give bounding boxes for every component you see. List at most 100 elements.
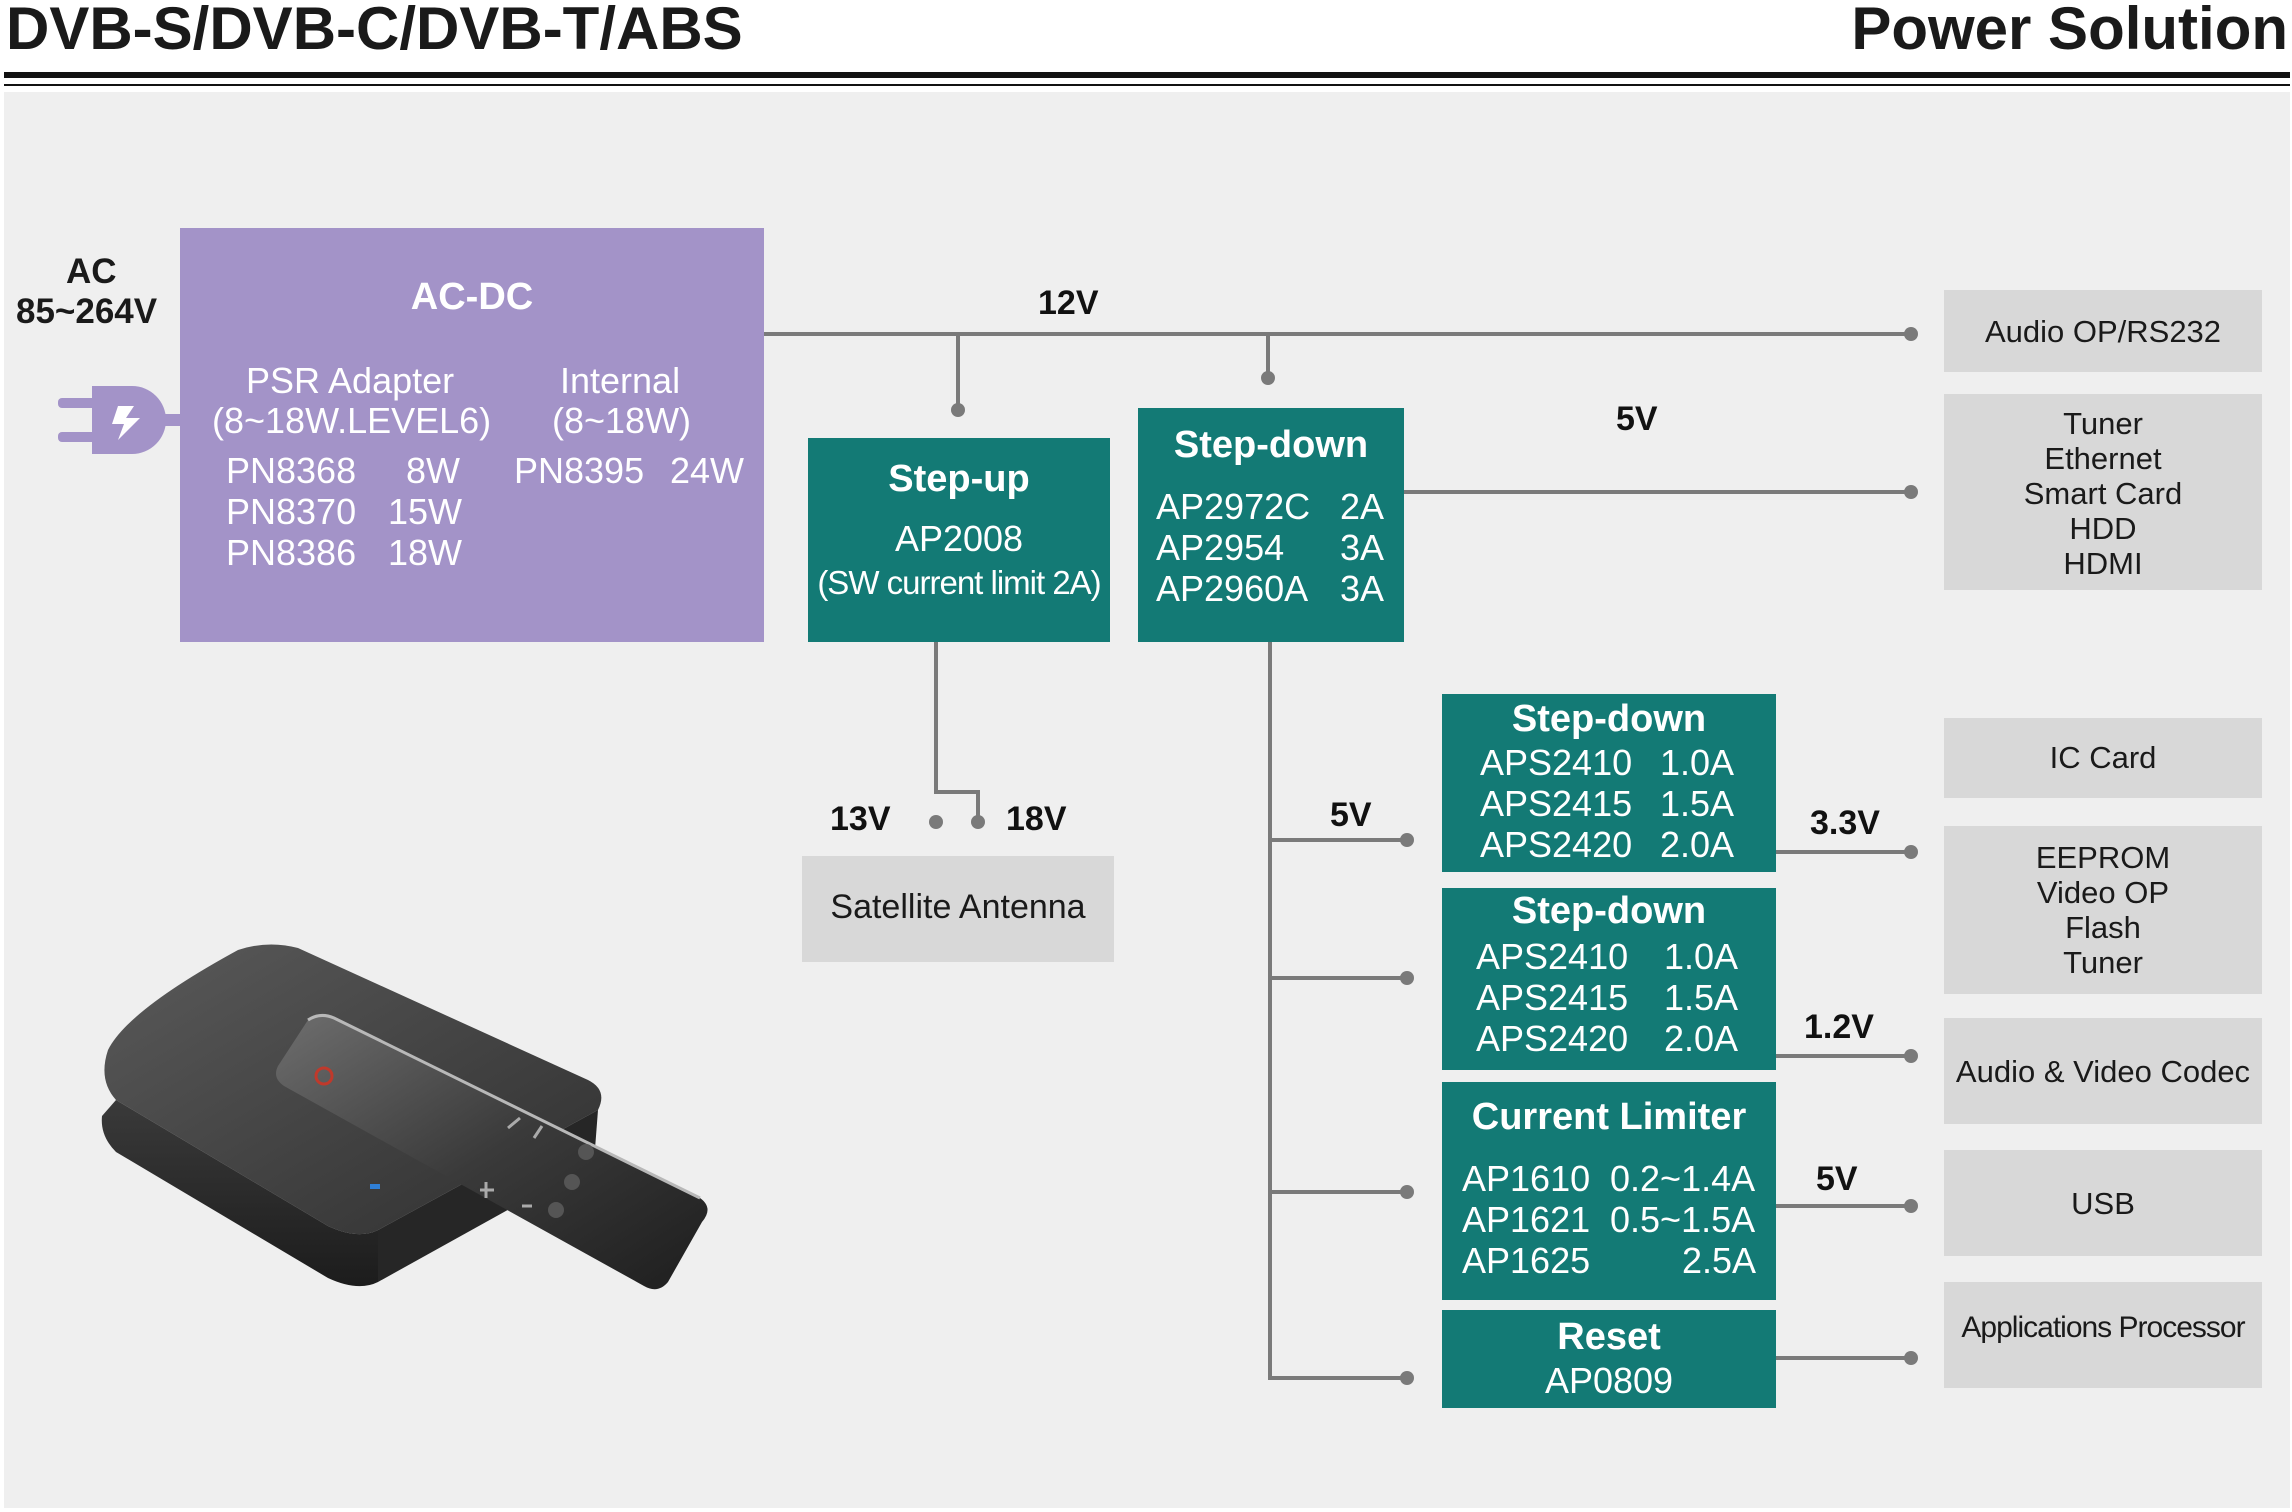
wire-12v-stepdown: [1266, 332, 1270, 378]
rail-18v-label: 18V: [1006, 800, 1067, 838]
psr-part-1: PN8368: [226, 450, 357, 491]
ac-range-label: 85~264V: [16, 292, 158, 331]
wire-5v-trunk: [1268, 642, 1272, 1378]
dot-branch-b: [1400, 971, 1414, 985]
stepdown-main-cur-2: 3A: [1340, 527, 1385, 568]
power-plug-icon: [58, 386, 184, 454]
dot-eeprom-group: [1904, 845, 1918, 859]
load-eeprom-line-1: EEPROM: [2035, 840, 2171, 875]
rail-5v-main-label: 5V: [1616, 400, 1658, 438]
wire-branch-b: [1268, 976, 1408, 980]
rail-12v-label: 12V: [1038, 284, 1099, 322]
load-app-proc: Applications Processor: [1944, 1282, 2262, 1388]
psr-part-3: PN8386: [226, 532, 357, 573]
dot-usb: [1904, 1199, 1918, 1213]
load-eeprom-line-3: Flash: [2065, 910, 2141, 945]
stepdown-b-title: Step-down: [1511, 890, 1707, 932]
internal-range: (8~18W): [552, 400, 692, 441]
wire-antenna-split: [934, 790, 980, 794]
acdc-title: AC-DC: [410, 276, 534, 318]
stepdown-main-title: Step-down: [1173, 424, 1369, 466]
page-title: DVB-S/DVB-C/DVB-T/ABS: [6, 0, 743, 62]
stepdown-main-cur-3: 3A: [1340, 568, 1385, 609]
load-tuner-group: Tuner Ethernet Smart Card HDD HDMI: [1944, 394, 2262, 590]
load-eeprom-line-4: Tuner: [2063, 945, 2143, 980]
psr-range: (8~18W.LEVEL6): [212, 400, 492, 441]
set-top-box-with-remote-icon: [101, 944, 708, 1290]
rail-5v-usb-label: 5V: [1816, 1160, 1858, 1198]
internal-power-1: 24W: [670, 450, 745, 491]
header-rule: [4, 72, 2290, 78]
stepdown-a-part-1: APS2410: [1480, 742, 1633, 783]
psr-power-2: 15W: [388, 491, 463, 532]
rail-5v-branch-label: 5V: [1330, 796, 1372, 834]
stepdown-b-part-3: APS2420: [1476, 1018, 1629, 1059]
reset-part: AP0809: [1544, 1360, 1674, 1401]
stepup-note: (SW current limit 2A): [817, 564, 1101, 601]
stepdown-main-part-3: AP2960A: [1156, 568, 1309, 609]
wire-stepup-antenna: [934, 642, 938, 792]
dot-branch-c: [1400, 1185, 1414, 1199]
wire-branch-d: [1268, 1376, 1408, 1380]
stepdown-a-cur-3: 2.0A: [1660, 824, 1735, 865]
reset-block: Reset AP0809: [1442, 1310, 1776, 1408]
stepdown-main-part-2: AP2954: [1156, 527, 1285, 568]
stepdown-b-block: Step-down APS2410 1.0A APS2415 1.5A APS2…: [1442, 888, 1776, 1070]
dot-stepdown-in: [1261, 371, 1275, 385]
stepdown-a-part-2: APS2415: [1480, 783, 1633, 824]
current-limiter-block: Current Limiter AP1610 0.2~1.4A AP1621 0…: [1442, 1082, 1776, 1300]
rail-33v-label: 3.3V: [1810, 804, 1880, 842]
limiter-part-3: AP1625: [1462, 1240, 1591, 1281]
stepdown-b-part-2: APS2415: [1476, 977, 1629, 1018]
load-audio-rs232: Audio OP/RS232: [1944, 290, 2262, 372]
load-app-proc-line-1: Applications Processor: [1961, 1311, 2245, 1344]
current-limiter-title: Current Limiter: [1471, 1096, 1747, 1138]
load-tuner-line-3: Smart Card: [2023, 476, 2183, 511]
page-subtitle: Power Solution: [1851, 0, 2288, 62]
limiter-cur-3: 2.5A: [1682, 1240, 1757, 1281]
psr-title: PSR Adapter: [246, 360, 455, 401]
wire-5v-main: [1404, 490, 1912, 494]
psr-part-2: PN8370: [226, 491, 357, 532]
dot-stepup-in: [951, 403, 965, 417]
load-eeprom-group: EEPROM Video OP Flash Tuner: [1944, 826, 2262, 994]
stepup-part: AP2008: [894, 518, 1024, 559]
load-audio-rs232-line-1: Audio OP/RS232: [1984, 314, 2222, 349]
stepup-title: Step-up: [888, 458, 1030, 500]
stepup-block: Step-up AP2008 (SW current limit 2A): [808, 438, 1110, 642]
load-usb-line-1: USB: [2071, 1186, 2135, 1221]
limiter-cur-1: 0.2~1.4A: [1610, 1158, 1756, 1199]
load-tuner-line-5: HDMI: [2063, 546, 2143, 581]
rail-12-label: 1.2V: [1804, 1008, 1874, 1046]
stepdown-main-cur-1: 2A: [1340, 486, 1385, 527]
rail-13v-label: 13V: [830, 800, 891, 838]
load-eeprom-line-2: Video OP: [2036, 875, 2170, 910]
load-tuner-line-2: Ethernet: [2044, 441, 2162, 476]
stepdown-b-part-1: APS2410: [1476, 936, 1629, 977]
stepdown-main-block: Step-down AP2972C 2A AP2954 3A AP2960A 3…: [1138, 408, 1404, 642]
load-av-codec: Audio & Video Codec: [1944, 1018, 2262, 1124]
stepdown-a-title: Step-down: [1511, 698, 1707, 740]
stepdown-a-part-3: APS2420: [1480, 824, 1633, 865]
wire-reset-out: [1776, 1356, 1912, 1360]
wire-branch-a: [1268, 838, 1408, 842]
wire-12v-bus: [764, 332, 1912, 336]
wire-branch-c: [1268, 1190, 1408, 1194]
stepdown-b-cur-1: 1.0A: [1664, 936, 1739, 977]
ac-label: AC: [66, 252, 117, 291]
dot-branch-d: [1400, 1371, 1414, 1385]
load-ic-card-line-1: IC Card: [2049, 740, 2157, 775]
wire-33v: [1776, 850, 1912, 854]
limiter-cur-2: 0.5~1.5A: [1610, 1199, 1756, 1240]
satellite-antenna-label: Satellite Antenna: [830, 888, 1086, 926]
stepdown-a-block: Step-down APS2410 1.0A APS2415 1.5A APS2…: [1442, 694, 1776, 872]
header-rule-thin: [4, 84, 2290, 86]
load-tuner-line-1: Tuner: [2063, 406, 2143, 441]
reset-title: Reset: [1557, 1316, 1661, 1358]
psr-power-3: 18W: [388, 532, 463, 573]
dot-av-codec: [1904, 1049, 1918, 1063]
stepdown-b-cur-3: 2.0A: [1664, 1018, 1739, 1059]
limiter-part-1: AP1610: [1462, 1158, 1591, 1199]
internal-part-1: PN8395: [514, 450, 645, 491]
dot-branch-a: [1400, 833, 1414, 847]
